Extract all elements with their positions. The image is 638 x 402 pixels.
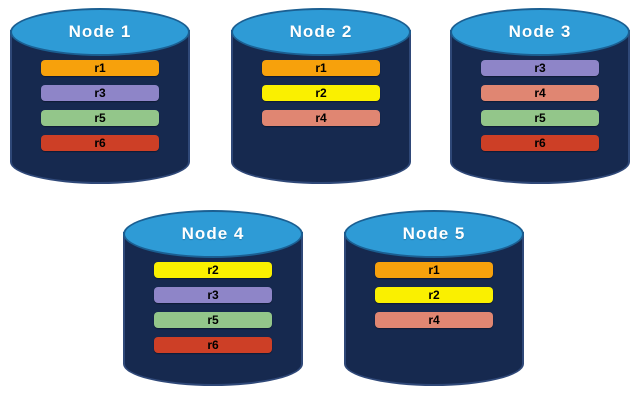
replica-list: r1 r2 r4 — [344, 262, 524, 328]
node-label: Node 4 — [181, 224, 245, 243]
replica-bar[interactable]: r3 — [154, 287, 272, 303]
replica-bar[interactable]: r4 — [481, 85, 599, 101]
replica-bar[interactable]: r5 — [41, 110, 159, 126]
cylinder-top: Node 5 — [344, 210, 524, 258]
cylinder-top: Node 4 — [123, 210, 303, 258]
cylinder-top: Node 3 — [450, 8, 630, 56]
replica-label: r3 — [534, 61, 546, 75]
replica-label: r4 — [428, 313, 440, 327]
node-label: Node 5 — [402, 224, 466, 243]
replica-label: r5 — [94, 111, 106, 125]
cylinder-top: Node 1 — [10, 8, 190, 56]
replica-bar[interactable]: r5 — [154, 312, 272, 328]
replica-bar[interactable]: r2 — [154, 262, 272, 278]
replica-bar[interactable]: r4 — [375, 312, 493, 328]
replica-bar[interactable]: r1 — [41, 60, 159, 76]
replica-bar[interactable]: r1 — [375, 262, 493, 278]
replica-label: r5 — [207, 313, 219, 327]
replica-label: r4 — [534, 86, 546, 100]
replica-label: r1 — [428, 263, 440, 277]
replica-bar[interactable]: r5 — [481, 110, 599, 126]
replica-label: r1 — [94, 61, 106, 75]
replica-bar[interactable]: r6 — [481, 135, 599, 151]
node-label: Node 2 — [289, 22, 353, 41]
replica-label: r5 — [534, 111, 546, 125]
replica-label: r3 — [207, 288, 219, 302]
node-1[interactable]: Node 1 r1 r3 r5 r6 — [10, 8, 190, 184]
replica-list: r1 r3 r5 r6 — [10, 60, 190, 151]
replica-bar[interactable]: r6 — [41, 135, 159, 151]
replica-bar[interactable]: r6 — [154, 337, 272, 353]
node-label: Node 3 — [508, 22, 572, 41]
node-3[interactable]: Node 3 r3 r4 r5 r6 — [450, 8, 630, 184]
replica-bar[interactable]: r3 — [481, 60, 599, 76]
replica-bar[interactable]: r3 — [41, 85, 159, 101]
node-5[interactable]: Node 5 r1 r2 r4 — [344, 210, 524, 386]
replica-label: r4 — [315, 111, 327, 125]
replica-label: r1 — [315, 61, 327, 75]
replica-label: r6 — [534, 136, 546, 150]
replica-bar[interactable]: r2 — [375, 287, 493, 303]
node-label: Node 1 — [68, 22, 132, 41]
cylinder-top: Node 2 — [231, 8, 411, 56]
replica-label: r2 — [428, 288, 440, 302]
replica-bar[interactable]: r1 — [262, 60, 380, 76]
replica-label: r2 — [207, 263, 219, 277]
replica-label: r6 — [207, 338, 219, 352]
node-4[interactable]: Node 4 r2 r3 r5 r6 — [123, 210, 303, 386]
replica-bar[interactable]: r4 — [262, 110, 380, 126]
replica-label: r3 — [94, 86, 106, 100]
replica-list: r2 r3 r5 r6 — [123, 262, 303, 353]
node-2[interactable]: Node 2 r1 r2 r4 — [231, 8, 411, 184]
replica-label: r6 — [94, 136, 106, 150]
replica-label: r2 — [315, 86, 327, 100]
replica-list: r3 r4 r5 r6 — [450, 60, 630, 151]
replica-bar[interactable]: r2 — [262, 85, 380, 101]
replica-list: r1 r2 r4 — [231, 60, 411, 126]
